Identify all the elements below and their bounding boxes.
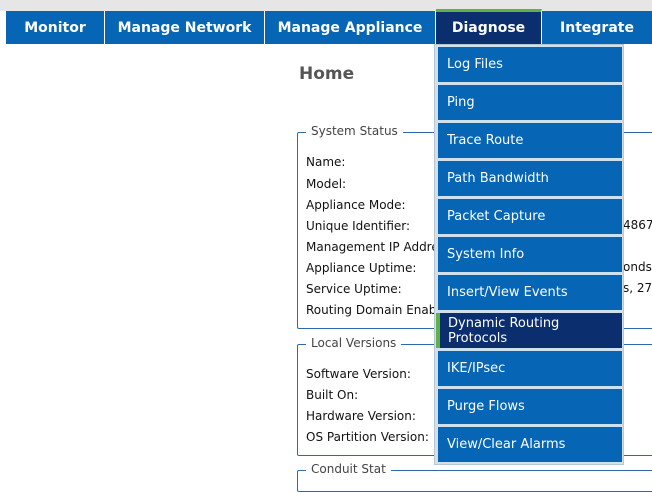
nav-manage-appliance[interactable]: Manage Appliance [265,11,436,44]
field-management-ip-label: Management IP Addre [306,240,439,254]
diagnose-dropdown-menu: Log Files Ping Trace Route Path Bandwidt… [434,44,624,465]
field-os-partition-label: OS Partition Version: [306,430,429,444]
field-appliance-uptime-label: Appliance Uptime: [306,261,417,275]
field-appliance-mode-label: Appliance Mode: [306,198,406,212]
main-nav: Monitor Manage Network Manage Appliance … [0,9,652,44]
field-name-label: Name: [306,155,346,169]
page-title: Home [299,64,355,84]
menu-item-system-info[interactable]: System Info [438,237,622,272]
appliance-uptime-value: onds [623,260,652,274]
field-software-version-label: Software Version: [306,367,411,381]
top-strip [0,0,652,11]
unique-identifier-value: 4867e [623,218,652,232]
menu-item-path-bandwidth[interactable]: Path Bandwidth [438,161,622,196]
menu-item-packet-capture[interactable]: Packet Capture [438,199,622,234]
field-unique-identifier-label: Unique Identifier: [306,219,411,233]
conduit-status-panel: Conduit Stat [297,462,652,492]
field-hardware-version-label: Hardware Version: [306,409,416,423]
menu-item-ike-ipsec[interactable]: IKE/IPsec [438,351,622,386]
conduit-status-legend: Conduit Stat [306,462,391,476]
system-status-legend: System Status [306,124,403,138]
nav-diagnose[interactable]: Diagnose [436,9,542,44]
field-routing-domain-label: Routing Domain Enabl [306,303,440,317]
nav-monitor[interactable]: Monitor [6,11,105,44]
menu-item-log-files[interactable]: Log Files [438,47,622,82]
menu-item-insert-view-events[interactable]: Insert/View Events [438,275,622,310]
menu-item-ping[interactable]: Ping [438,85,622,120]
service-uptime-value: s, 27.0 [623,281,652,295]
field-model-label: Model: [306,177,347,191]
nav-integrate[interactable]: Integrate [542,11,652,44]
field-service-uptime-label: Service Uptime: [306,282,402,296]
system-status-panel: System Status Name: Model: Appliance Mod… [297,124,652,329]
menu-item-dynamic-routing-protocols[interactable]: Dynamic Routing Protocols [436,313,622,348]
local-versions-legend: Local Versions [306,336,402,350]
menu-item-view-clear-alarms[interactable]: View/Clear Alarms [438,427,622,462]
menu-item-purge-flows[interactable]: Purge Flows [438,389,622,424]
menu-item-trace-route[interactable]: Trace Route [438,123,622,158]
nav-manage-network[interactable]: Manage Network [105,11,265,44]
field-built-on-label: Built On: [306,388,359,402]
